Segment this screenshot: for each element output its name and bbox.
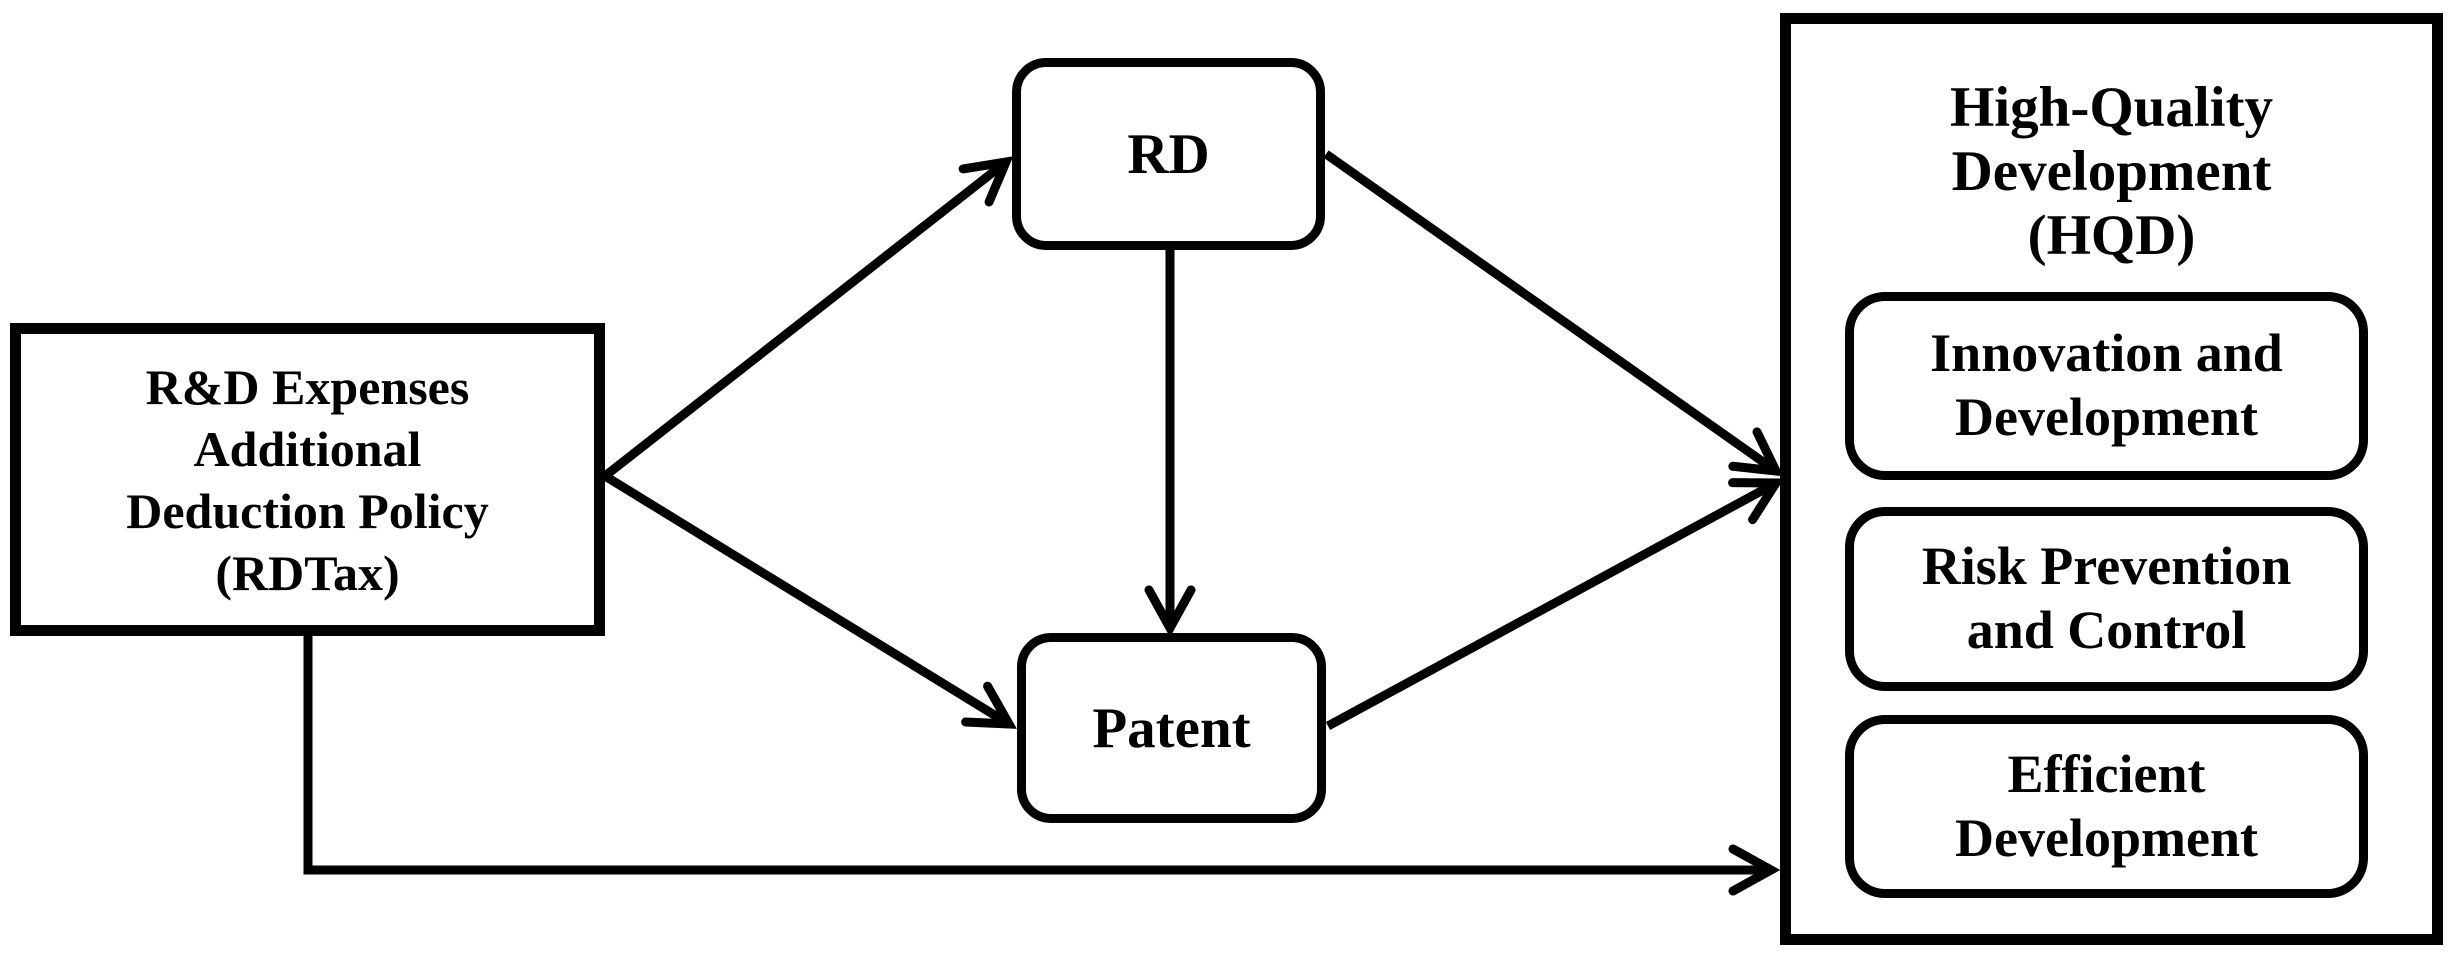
arrow-rdtax-to-rd (602, 156, 1014, 480)
node-hqd-item-innovation: Innovation and Development (1845, 292, 2368, 480)
node-rdtax-label: R&D Expenses Additional Deduction Policy… (126, 358, 489, 601)
arrow-patent-to-hqd (1325, 478, 1785, 730)
node-patent: Patent (1017, 633, 1326, 823)
arrow-rdtax-to-hqd (303, 634, 1781, 896)
node-hqd-item-risk: Risk Prevention and Control (1845, 507, 2368, 691)
node-hqd: High-Quality Development (HQD) Innovatio… (1780, 13, 2443, 945)
arrow-rd-to-hqd (1323, 150, 1784, 477)
node-patent-label: Patent (1092, 696, 1251, 760)
node-rdtax: R&D Expenses Additional Deduction Policy… (10, 323, 605, 636)
node-hqd-item-efficient-label: Efficient Development (1955, 743, 2258, 868)
node-rd-label: RD (1127, 122, 1210, 186)
node-rd: RD (1012, 58, 1325, 250)
node-hqd-title: High-Quality Development (HQD) (1949, 76, 2274, 267)
node-hqd-item-risk-label: Risk Prevention and Control (1921, 536, 2292, 660)
node-hqd-item-innovation-label: Innovation and Development (1930, 323, 2283, 447)
node-hqd-item-efficient: Efficient Development (1845, 715, 2368, 898)
arrow-rdtax-to-patent (602, 472, 1017, 729)
